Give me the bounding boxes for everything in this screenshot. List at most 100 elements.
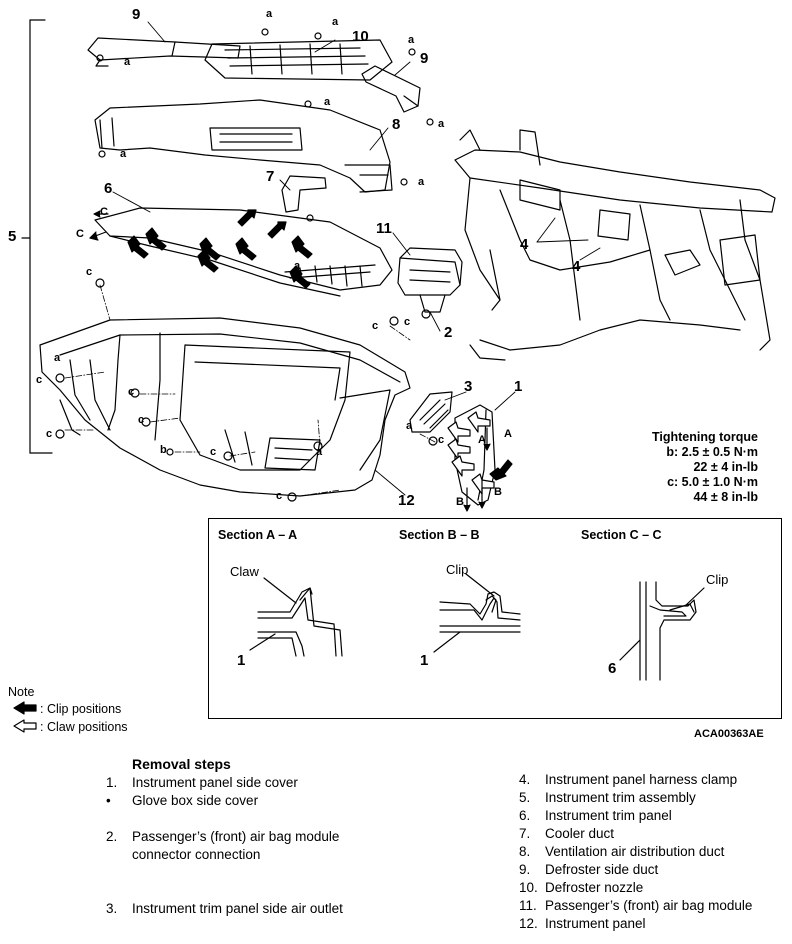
label-section-c: C [76,228,84,240]
section-aa-drawing [249,577,343,657]
label-a: a [266,8,273,20]
step-number [106,846,132,864]
removal-steps-left: 1.Instrument panel side cover • Glove box… [106,774,343,918]
ventilation-duct [94,99,393,193]
step-row: connector connection [106,846,343,864]
step-number: 2. [106,829,118,844]
label-c: c [36,374,43,386]
section-cc-num: 6 [608,660,617,677]
torque-c-inlb: 44 ± 8 in-lb [693,490,758,504]
label-a: a [120,148,127,160]
cooler-duct [281,175,327,213]
callout-3: 3 [464,378,473,395]
step-number: 1. [106,775,118,790]
step-row: 10. Defroster nozzle [519,879,752,897]
callout-4-b: 4 [572,258,581,275]
step-text: Defroster side duct [545,862,659,877]
label-a: a [324,96,331,108]
label-a: a [408,34,415,46]
section-aa-num: 1 [237,652,246,669]
step-text: Ventilation air distribution duct [545,844,725,859]
section-bb-num: 1 [420,652,429,669]
label-a: a [54,352,61,364]
defroster-side-duct-left [87,37,241,67]
step-row: 9. Defroster side duct [519,861,752,879]
callout-5: 5 [8,228,17,245]
note-claw-positions: : Claw positions [40,720,128,734]
section-arrows [89,210,491,512]
fastener-lines [64,284,436,497]
label-a: a [316,446,323,458]
leader-lines [112,21,601,496]
section-bb-drawing [433,573,521,653]
removal-steps-title: Removal steps [132,756,231,772]
step-text: Instrument trim panel side air outlet [132,901,343,916]
step-number: 7. [519,826,531,841]
step-text: Instrument panel [545,916,646,931]
step-number: 10. [519,880,538,895]
callout-11: 11 [376,220,392,237]
step-number: 3. [106,901,118,916]
note-clip-positions: : Clip positions [40,702,122,716]
section-cc-drawing [619,581,705,681]
step-number: 9. [519,862,531,877]
step-text: connector connection [132,847,261,862]
step-row: 7.Cooler duct [519,825,752,843]
air-bag-module [397,247,463,313]
step-row: 1.Instrument panel side cover [106,774,343,792]
torque-spec: Tightening torque b: 2.5 ± 0.5 N·m 22 ± … [610,430,758,505]
clip-arrows [127,209,513,481]
callout-1: 1 [514,378,523,395]
label-c: c [276,490,283,502]
callout-7: 7 [266,168,275,185]
step-number: 8. [519,844,531,859]
defroster-side-duct-right [361,65,421,113]
label-a: a [438,118,445,130]
label-section-b: B [494,486,502,498]
torque-title: Tightening torque [651,430,758,444]
step-text: Instrument trim assembly [545,790,696,805]
torque-c-nm: c: 5.0 ± 1.0 N·m [667,475,758,489]
label-c: c [438,434,445,446]
assembly-bracket [21,19,53,454]
section-cc-label: Clip [706,572,729,587]
cross-car-beam-harness [454,129,776,361]
section-aa-title: Section A – A [218,528,298,542]
callout-9-right: 9 [420,50,429,67]
step-number: 4. [519,772,531,787]
step-row: 3. Instrument trim panel side air outlet [106,900,343,918]
step-number: 11. [519,898,537,913]
step-row: 5.Instrument trim assembly [519,789,752,807]
claw-arrows [447,411,495,495]
label-c: c [210,446,217,458]
callout-8: 8 [392,116,401,133]
step-row: 12.Instrument panel [519,915,752,933]
callout-2: 2 [444,324,453,341]
label-a: a [332,16,339,28]
step-text: Glove box side cover [132,793,259,808]
step-row: 8. Ventilation air distribution duct [519,843,752,861]
callout-12: 12 [398,492,415,509]
section-aa-label: Claw [230,564,259,579]
screw-fasteners [55,28,438,502]
step-text: Instrument trim panel [545,808,672,823]
step-text: Instrument panel harness clamp [545,772,738,787]
label-c: c [46,428,53,440]
defroster-nozzle [204,39,393,81]
step-row: 11.Passenger’s (front) air bag module [519,897,752,915]
step-number: • [106,793,111,808]
label-c: c [128,386,135,398]
label-a: a [294,260,301,272]
section-details-box [208,518,782,719]
step-row: 4. Instrument panel harness clamp [519,771,752,789]
note-title: Note [8,685,35,699]
label-c: c [138,414,145,426]
step-text: Defroster nozzle [545,880,644,895]
callout-10: 10 [352,28,369,45]
section-bb-title: Section B – B [399,528,480,542]
torque-b-inlb: 22 ± 4 in-lb [693,460,758,474]
step-text: Passenger’s (front) air bag module [132,829,340,844]
callout-4-a: 4 [520,236,529,253]
figure-code: ACA00363AE [694,728,764,740]
